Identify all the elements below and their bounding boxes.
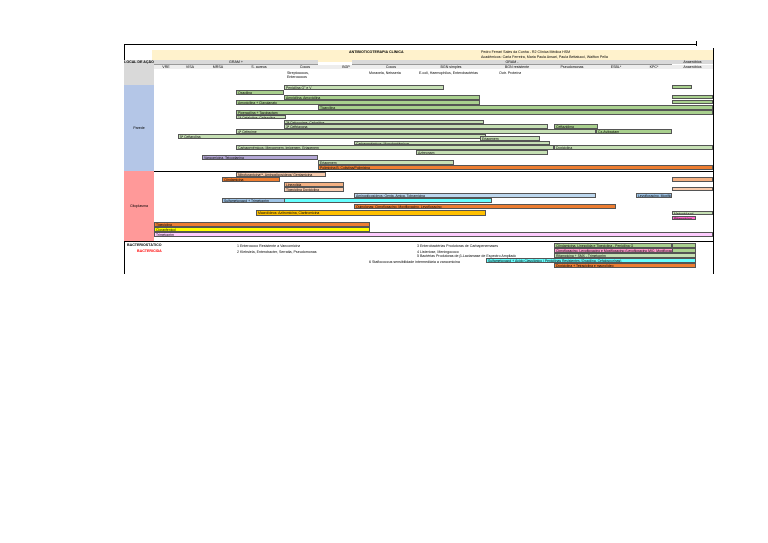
bar-ceftazidima: Ceftazidima xyxy=(554,124,598,129)
legend-bacteriostatic: BACTERIOSTÁTICO xyxy=(127,243,162,247)
row-citoplasma: Citoplasma xyxy=(124,171,154,241)
anaerob-bar-4 xyxy=(672,177,713,182)
bar-cefepime: 4ª Cefepime xyxy=(236,129,596,134)
bar-fosfomicina xyxy=(284,198,492,203)
legend-box-1 xyxy=(672,243,696,248)
col-vre: VRE xyxy=(154,65,178,69)
col-cocos-neg: Cocos xyxy=(366,65,416,69)
bar-metronidazol: Metronidazol xyxy=(672,211,713,215)
row-parede-label: Parede xyxy=(133,126,145,130)
bar-vancomicina: Vancomicina, Teicoplanina xyxy=(202,155,318,160)
anaerobios-group-header: Anaeróbios xyxy=(672,60,713,64)
bar-ertapenem-b: Ertapenem xyxy=(480,136,540,141)
bar-levo: Levofloxacino, Moxifloxacino**, Levo xyxy=(636,193,672,198)
legend-box-2 xyxy=(672,248,696,253)
bar-cloranfenicol: Cloranfenicol xyxy=(154,227,370,232)
bar-trimeto: Trimetoprim xyxy=(154,232,713,237)
bar-nitrofurantoina: Nitrofurantoína**, Aminoglicosídeos/ Gen… xyxy=(236,172,326,177)
chart-title: ANTIBIOTICOTERAPIA CLÍNICA xyxy=(349,50,404,54)
bar-doxiciclina: Doxiciclina xyxy=(554,145,713,150)
legend-swatch-1: Clindamicina, Linezolida e Tigeciclina -… xyxy=(554,243,672,248)
bar-cefalosp2: 2ª Cefuroxima, Cefoxitina xyxy=(284,120,484,124)
bar-polimixinas: Polimixina B, Colistina/Polimixina xyxy=(318,165,713,170)
col-cocos-pos: Cocos xyxy=(284,65,326,69)
legend-note-6: 6 Staflococcus sensibilidade intermediár… xyxy=(369,260,460,264)
top-border xyxy=(124,44,696,45)
legend-swatch-3: Rifampicina + SMX - Trimetoprim xyxy=(554,253,696,258)
col-bgp: BGP xyxy=(326,65,366,69)
col-bgn-resistente: BGN resistente xyxy=(486,65,548,69)
gram-neg-header: GRAM - xyxy=(352,60,672,65)
bar-cefalosp3: 3ª Ceftriaxona xyxy=(284,124,548,129)
bar-carbapenens: Carbapenêmicos: Meropenem, Imipenem, Ert… xyxy=(236,145,554,150)
col-kpc: KPC* xyxy=(636,65,672,69)
antibiotic-chart-sheet: ANTIBIOTICOTERAPIA CLÍNICA Pedro Ferrari… xyxy=(124,41,714,276)
bar-ertapenem: Ertapenem xyxy=(318,160,454,165)
bar-cefalosp1: 1ª Cefalotina, Cefazolina xyxy=(236,115,286,119)
col-bgn-simples: BGN simples xyxy=(416,65,486,69)
col-esbl: ESBL* xyxy=(596,65,636,69)
bar-tigeciclina: Tigeciclina xyxy=(154,222,370,227)
bar-piperacilina: Piperacilina + Tazobactam xyxy=(236,110,713,115)
title-band xyxy=(152,50,713,62)
row-divider xyxy=(154,171,713,172)
bar-quinolonas: Quinolonas: Ciprofloxacino, Moxifloxacin… xyxy=(354,204,616,209)
bar-ceftarolina: 5ª Ceftarolina xyxy=(178,134,486,139)
bar-aminoglicosideos: Aminoglicosídeos: Genta, Amica, Tobramic… xyxy=(354,193,596,198)
bar-ticarcilina: Ticarcilina xyxy=(318,105,713,110)
bar-oxacilina: Oxacilina xyxy=(236,90,284,95)
bar-clindamicina: Clindamicina xyxy=(222,177,280,182)
bar-aztreonam2: Aztreonam xyxy=(416,150,548,155)
legend-note-4: 4 Listeriose, Meningococo xyxy=(417,250,459,254)
note-bgn-resistente: Outr. Proteína xyxy=(499,71,522,75)
bar-aztreonam: Carbapenêmicos: Monobactâmicos xyxy=(354,141,550,145)
right-tick xyxy=(696,41,697,46)
row-citoplasma-label: Citoplasma xyxy=(130,204,148,208)
bar-ceftazavi: Cz-Avibactam xyxy=(596,129,672,134)
bar-quinupristina: Tigeciclina Doxiciclina xyxy=(284,187,344,192)
legend-swatch-4: Sulfametoxazol + Ácido Clavulânico / Pen… xyxy=(486,258,696,263)
row-parede: Parede xyxy=(124,85,154,171)
col-visa: VISA xyxy=(178,65,202,69)
legend-note-1: 1 Enterococo Resistente a Vancomicina xyxy=(237,244,301,248)
note-cocos-neg: Moraxela, Neisseria xyxy=(369,71,401,75)
academics-line: Acadêmicos: Carla Ferreira, Maria Paula … xyxy=(481,55,608,59)
legend-note-5: 5 Bactérias Produtoras de β-Lactamase de… xyxy=(417,254,517,258)
bar-amoxclav: Amoxicilina + Clavulanato xyxy=(236,100,480,105)
bar-macrolideos: Macrolídeos: Azitromicina, Claritromicin… xyxy=(256,210,486,216)
bar-penicilina: Penicilina G° e V xyxy=(284,85,444,90)
anaerob-bar-2 xyxy=(672,95,713,99)
note-cocos-pos: Streptococos, Enterococos xyxy=(287,71,309,79)
note-bgn-simples: E.coli, Haemophilus, Enterobactérias xyxy=(419,71,478,75)
anaerob-bar-1 xyxy=(672,85,692,89)
bar-ampicilina: Ampicilina, Amoxicilina xyxy=(284,95,480,100)
col-s-aureus: S. aureus xyxy=(234,65,284,69)
anaerob-bar-5 xyxy=(672,187,713,191)
legend-bactericidal: BACTERICIDA xyxy=(137,249,162,253)
col-pseudomonas: Pseudomonas xyxy=(548,65,596,69)
legend-divider xyxy=(124,241,713,242)
gram-pos-header: GRAM + xyxy=(154,60,318,65)
right-border xyxy=(713,48,714,274)
bar-linezolida: Linezolida xyxy=(284,182,344,187)
col-anaerobios: Anaeróbios xyxy=(672,65,713,69)
local-header: LOCAL DE AÇÃO xyxy=(124,60,154,85)
legend-note-3: 3 Enterobactérias Produtoras de Carbapen… xyxy=(417,244,499,248)
legend-swatch-5: Doxiciclina + Tetraciclina e macrolídeo xyxy=(554,263,696,268)
col-mrsa: MRSA xyxy=(202,65,234,69)
authors-line: Pedro Ferrari Sales da Cunha - R2 Clínic… xyxy=(481,50,571,54)
legend-note-2: 2 Klebsiela, Enterobacter, Serratia, Pse… xyxy=(237,250,317,254)
anaerob-bar-3 xyxy=(672,100,713,104)
bar-rifampicina: Rifampicina xyxy=(672,216,696,220)
